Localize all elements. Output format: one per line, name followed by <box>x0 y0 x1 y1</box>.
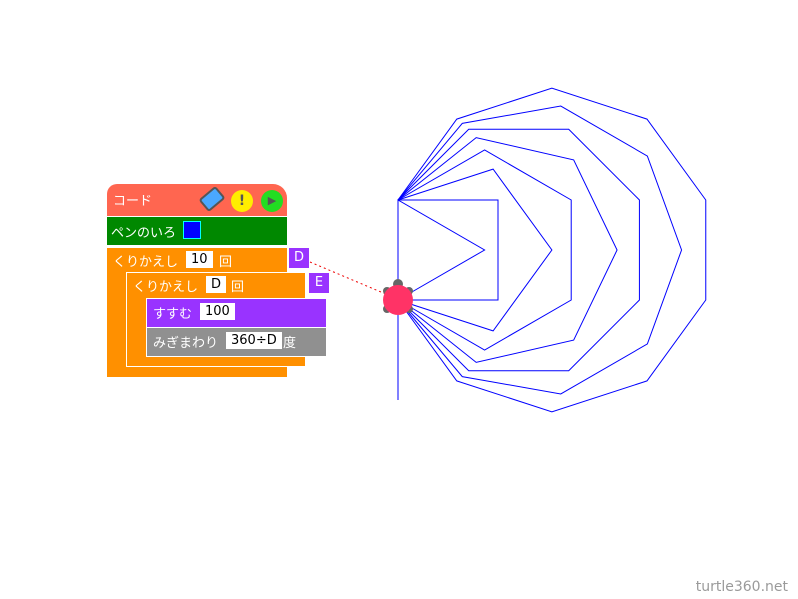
polygon-path <box>397 199 486 301</box>
warning-icon[interactable]: ! <box>231 190 253 212</box>
pen-color-swatch[interactable] <box>183 221 201 239</box>
code-title: コード <box>113 194 153 209</box>
repeat-label: くりかえし <box>113 255 179 270</box>
polygon-path <box>397 128 640 372</box>
inner-variable-tag[interactable]: E <box>309 273 329 293</box>
turn-unit: 度 <box>283 336 297 351</box>
polygon-path <box>397 199 499 301</box>
repeat-label: くりかえし <box>133 280 199 295</box>
watermark: turtle360.net <box>695 579 788 595</box>
turtle[interactable] <box>383 279 413 315</box>
polygon-path <box>397 137 618 363</box>
eraser-icon[interactable] <box>198 185 226 213</box>
turn-value[interactable]: 360÷D <box>226 332 282 349</box>
play-icon[interactable]: ▶ <box>261 190 283 212</box>
forward-value[interactable]: 100 <box>200 303 235 320</box>
forward-label: すすむ <box>153 307 193 322</box>
repeat-unit: 回 <box>231 280 245 295</box>
link-line <box>309 261 389 296</box>
pen-color-label: ペンのいろ <box>111 226 177 241</box>
polygon-path <box>397 87 707 413</box>
turn-right-block[interactable]: みぎまわり 360÷D 度 <box>146 327 327 357</box>
polygon-path <box>397 168 553 332</box>
code-header: コード ! ▶ <box>107 184 287 216</box>
outer-variable-tag[interactable]: D <box>289 248 309 268</box>
pen-color-block[interactable]: ペンのいろ <box>107 217 287 245</box>
outer-repeat-count[interactable]: 10 <box>186 251 213 268</box>
repeat-unit: 回 <box>219 255 233 270</box>
turn-label: みぎまわり <box>153 336 219 351</box>
inner-repeat-count[interactable]: D <box>206 276 227 293</box>
polygon-path <box>397 105 683 395</box>
forward-block[interactable]: すすむ 100 <box>146 298 327 328</box>
